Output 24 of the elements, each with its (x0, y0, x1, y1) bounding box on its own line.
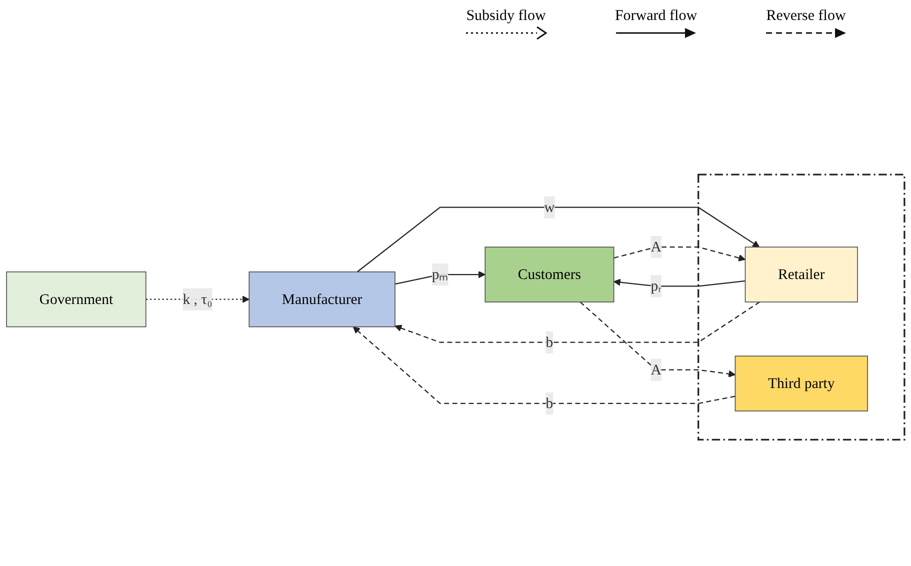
arrow (394, 270, 486, 284)
node-box: Retailer (744, 246, 858, 302)
edge-label: A (650, 238, 662, 255)
arrow (356, 206, 760, 272)
node-box: Government (6, 271, 146, 328)
node-box: Customers (484, 246, 614, 302)
edge-label: b (546, 394, 554, 412)
edge-label: A (650, 361, 662, 378)
arrow (352, 326, 736, 404)
legend-label: Reverse flow (766, 8, 846, 25)
edge-label: pₘ (432, 266, 448, 282)
cluster (698, 174, 906, 440)
arrow (580, 301, 736, 378)
edge-label: k , τ₀ (182, 290, 212, 307)
node-box: Third party (734, 356, 868, 412)
legend-label: Subsidy flow (466, 8, 546, 25)
edge-label: b (546, 334, 554, 350)
arrow (394, 301, 760, 343)
arrow (613, 278, 746, 287)
edge-label: pᵣ (650, 277, 662, 294)
legend-label: Forward flow (614, 8, 698, 25)
edge-label: w (544, 198, 555, 215)
arrow (614, 246, 746, 262)
node-box: Manufacturer (248, 271, 396, 328)
